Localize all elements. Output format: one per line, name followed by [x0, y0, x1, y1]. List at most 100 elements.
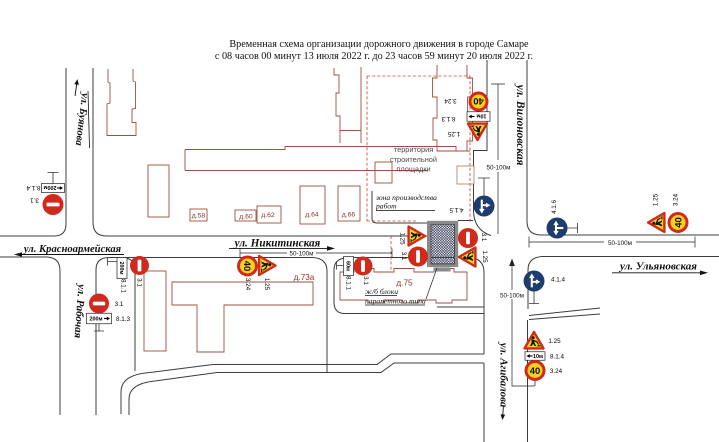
traffic-signs: 200м 8.1.4 3.1 3.1 200м 8.1.3 200м 8.1.1 3.1 40 3.… — [26, 91, 689, 381]
road-closure — [425, 220, 459, 300]
construction-site-label-line3: площадки — [396, 165, 430, 174]
sign-agibalova-plate-label: 8.1.4 — [550, 354, 565, 361]
street-label-krasnoarmeyskaya: ул. Красноармейская — [22, 244, 122, 255]
dimension-labels: 50-100м 50-100м 50-100м 50-100м — [287, 162, 635, 300]
blocks-label-line2: парапетного типа — [365, 297, 426, 306]
sign-agibalova-speed-label: 3.24 — [550, 368, 563, 375]
sign-ulyanovskaya-speed: 40 — [667, 212, 689, 233]
sign-closure-east-no-entry-label: 3.1 — [480, 233, 487, 242]
work-zone-label-line1: зона производства — [375, 193, 437, 202]
svg-text:40: 40 — [241, 261, 252, 272]
sign-ulyanovskaya-speed-label: 3.24 — [673, 193, 680, 206]
dim-vilonovskaya-label: 50-100м — [487, 165, 511, 172]
sign-vilonovskaya-roadworks-label: 1.25 — [447, 130, 460, 137]
sign-nikitinskaya-west-roadworks — [257, 254, 277, 277]
sign-krasnoarmeyskaya-no-entry-label: 3.1 — [136, 278, 143, 287]
building-label-d58: д.58 — [192, 213, 206, 220]
buildings — [106, 65, 475, 353]
pole-blue-4-1-5 — [478, 177, 490, 196]
building-d58-rect — [189, 208, 208, 222]
dim-agibalova-arrowhead — [509, 258, 515, 266]
svg-text:40: 40 — [473, 95, 484, 106]
pole-blue-4-1-4 — [529, 291, 539, 304]
closure-gray-bar-bottom-small — [433, 267, 451, 272]
building-label-d60: д.60 — [239, 214, 253, 221]
sign-closure-east-no-entry — [458, 228, 478, 248]
sign-rabochaya-no-entry — [89, 293, 109, 314]
closure-hatch-area — [430, 224, 455, 265]
construction-site-label-line1: территория — [394, 145, 433, 154]
sign-vilonovskaya-roadworks — [466, 122, 489, 142]
road-work-zone-boundary — [371, 191, 473, 224]
road-narrow-street-south-edge — [128, 362, 484, 415]
sign-krasnoarmeyskaya-no-entry — [130, 256, 149, 275]
building-northwest-tower — [106, 69, 137, 136]
agibalova-direction-arrow — [500, 405, 506, 420]
sign-closure-east-roadworks — [457, 246, 477, 268]
sign-agibalova-roadworks-label: 1.25 — [548, 338, 561, 345]
sign-poles — [47, 172, 578, 386]
road-network — [0, 60, 719, 442]
sign-rabochaya-plate-label: 8.1.3 — [116, 316, 131, 323]
building-d66-rect — [337, 185, 361, 222]
sign-nikitinskaya-60m-plate-label: 8.1.1 — [345, 276, 352, 291]
building-label-d73a: д.73а — [294, 273, 315, 282]
dim-vilonovskaya-bg — [484, 162, 513, 171]
pole-blue-4-1-6 — [567, 223, 578, 233]
dim-ulyanovskaya-label: 50-100м — [608, 240, 632, 247]
street-label-rabochaya: ул. Рабочая — [72, 282, 88, 339]
dim-west-bg — [287, 248, 316, 257]
road-narrow-street-north-edge — [120, 353, 484, 414]
building-west-rect — [147, 164, 170, 218]
closure-gray-bar-top — [427, 220, 459, 225]
sign-blue-4-1-4-label: 4.1.4 — [551, 277, 566, 284]
sign-nikitinskaya-60m-no-entry-label: 3.1 — [362, 276, 369, 285]
dim-agibalova-bg — [498, 290, 526, 299]
krasnoarmeyskaya-arrow — [14, 252, 22, 257]
building-labels: д.58 д.60 д.62 д.64 д.66 д.73а д.75 — [192, 212, 413, 288]
building-label-d66: д.66 — [342, 212, 356, 219]
road-lane-east-north-edge — [528, 307, 601, 316]
sign-closure-west-roadworks-label: 1.25 — [399, 232, 406, 245]
work-zone-label-line2: работ — [375, 202, 397, 211]
sign-closure-west-no-entry-label: 3.1 — [400, 252, 407, 261]
svg-text:60м: 60м — [345, 261, 351, 271]
buyanova-direction-arrow — [74, 79, 79, 96]
dim-west-line — [239, 248, 393, 258]
svg-text:200м: 200м — [43, 184, 56, 190]
nikitinskaya-arrow — [327, 246, 335, 251]
sign-nikitinskaya-60m-no-entry — [353, 256, 373, 276]
sign-vilonovskaya-plate: 10м — [466, 111, 491, 122]
pole-krasnoarmeyskaya-sign — [107, 257, 117, 266]
svg-text:10м: 10м — [476, 113, 486, 119]
sign-closure-east-roadworks-label: 1.25 — [481, 250, 488, 263]
building-label-d75: д.75 — [396, 279, 413, 288]
sign-rabochaya-plate: 200м — [86, 312, 112, 325]
dim-west-label: 50-100м — [290, 251, 314, 258]
street-label-vilonovskaya: ул. Вилоновская — [514, 83, 526, 166]
building-rabochaya-rect — [143, 270, 167, 352]
sign-blue-4-1-5 — [473, 195, 495, 217]
road-buyanova-east-nikitinskaya-north-edge — [92, 68, 427, 237]
building-vilonovskaya-tower — [432, 65, 473, 152]
construction-site-label-line2: строительной — [390, 155, 437, 164]
street-label-buyanova: ул. Буянова — [73, 90, 91, 147]
sign-buyanova-no-entry-label: 3.1 — [30, 197, 39, 204]
agibalova-arrow-shaft — [502, 405, 504, 417]
road-vilonovskaya-east-ulyanovskaya-north-edge — [526, 60, 719, 236]
sign-blue-4-1-4 — [523, 270, 545, 292]
dim-ulyanovskaya-line — [528, 236, 696, 248]
sign-krasnoarmeyskaya-plate: 200м — [116, 257, 128, 279]
sign-nikitinskaya-west-speed: 40 — [237, 255, 258, 277]
sign-blue-4-1-6-label: 4.1.6 — [551, 200, 558, 215]
road-lane-east-south-edge — [528, 313, 601, 320]
dimension-lines — [239, 83, 696, 387]
building-long-strip — [184, 146, 470, 171]
building-label-d64: д.64 — [305, 212, 319, 219]
title-line2: с 08 часов 00 минут 13 июля 2022 г. до 2… — [215, 51, 533, 62]
svg-text:40: 40 — [673, 217, 684, 228]
dim-ulyanovskaya-bg — [605, 237, 635, 247]
sign-ulyanovskaya-roadworks — [646, 211, 666, 234]
sign-buyanova-plate: 200м — [41, 183, 65, 193]
